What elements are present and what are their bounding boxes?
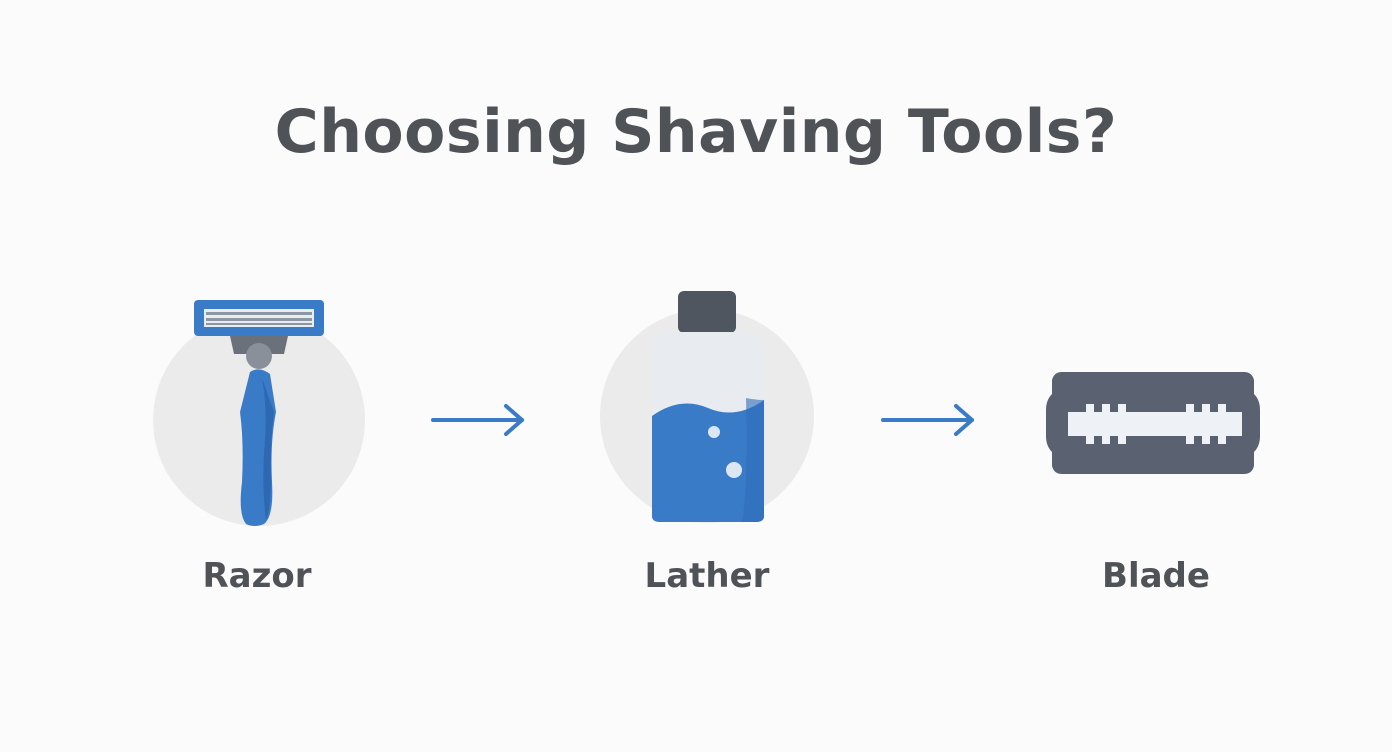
arrow-right-icon [431,404,524,436]
step-label-razor: Razor [202,556,312,596]
shaving-foam-bottle-icon [600,291,814,523]
step-label-blade: Blade [1102,556,1210,596]
razor-blade-icon [1046,372,1260,474]
diagram-title: Choosing Shaving Tools? [274,97,1118,167]
arrow-right-icon [881,404,974,436]
step-label-lather: Lather [644,556,770,596]
razor-icon [153,300,365,526]
